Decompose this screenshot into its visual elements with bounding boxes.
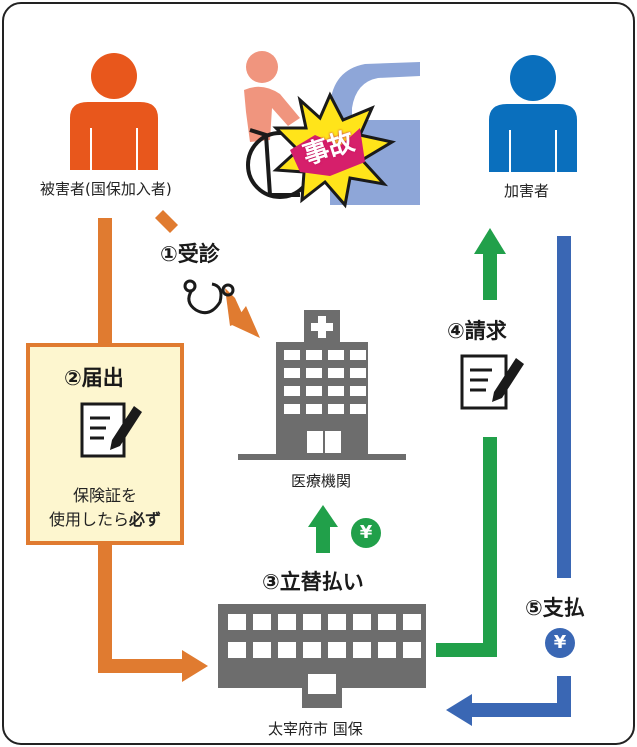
window	[303, 642, 321, 658]
window	[228, 642, 246, 658]
window	[403, 614, 421, 630]
window	[253, 642, 271, 658]
accident-burst	[272, 91, 397, 209]
hospital-windows	[284, 350, 366, 414]
hospital-label: 医療機関	[291, 472, 352, 490]
yen-payment-icon: ¥	[545, 628, 575, 658]
window	[228, 614, 246, 630]
hospital-building-icon	[238, 310, 406, 460]
claim-arrow-upper	[483, 252, 497, 300]
window	[328, 368, 344, 378]
window	[284, 350, 300, 360]
consultation-arrow	[155, 210, 260, 338]
window	[306, 368, 322, 378]
window	[303, 614, 321, 630]
window	[378, 642, 396, 658]
step5-label: ⑤支払	[525, 596, 585, 620]
window	[350, 368, 366, 378]
window	[328, 386, 344, 396]
window	[328, 642, 346, 658]
perpetrator-label: 加害者	[504, 182, 550, 200]
step2-label: ②届出	[64, 366, 124, 390]
notice-line1: 保険証を	[72, 486, 137, 505]
step4-label: ④請求	[447, 319, 507, 343]
window	[350, 386, 366, 396]
notice-line2-prefix: 使用したら	[48, 510, 129, 529]
notice-text: 保険証を 使用したら必ず	[30, 484, 180, 532]
window	[328, 350, 344, 360]
window	[328, 404, 344, 414]
victim-to-city-arrowhead	[182, 650, 208, 682]
reimbursement-arrow	[316, 525, 330, 553]
window	[353, 642, 371, 658]
step1-label: ①受診	[160, 242, 220, 266]
claim-arrow-lower	[436, 437, 497, 657]
window	[253, 614, 271, 630]
yen-reimbursement-icon: ¥	[351, 518, 381, 548]
city-office-windows	[228, 614, 421, 658]
window	[284, 368, 300, 378]
payment-arrow-lower	[470, 676, 571, 717]
window	[284, 404, 300, 414]
payment-arrowhead	[446, 694, 472, 726]
victim-label: 被害者(国保加入者)	[40, 180, 172, 198]
victim-person-icon	[70, 53, 158, 170]
window	[378, 614, 396, 630]
window	[306, 386, 322, 396]
window	[350, 350, 366, 360]
window	[350, 404, 366, 414]
step3-label: ③立替払い	[262, 570, 364, 594]
window	[306, 404, 322, 414]
notice-document-icon	[80, 402, 142, 458]
window	[353, 614, 371, 630]
claim-document-icon	[460, 354, 524, 410]
notice-line2-emphasis: 必ず	[129, 510, 162, 529]
window	[306, 350, 322, 360]
reimbursement-arrowhead	[308, 505, 338, 527]
window	[284, 386, 300, 396]
window	[328, 614, 346, 630]
hospital-door	[305, 429, 343, 455]
city-label: 太宰府市 国保	[268, 720, 363, 738]
window	[403, 642, 421, 658]
window	[278, 642, 296, 658]
perpetrator-person-icon	[489, 55, 577, 172]
stethoscope-icon	[183, 279, 235, 315]
window	[278, 614, 296, 630]
claim-arrowhead	[474, 228, 506, 254]
notice-line2: 使用したら必ず	[30, 508, 180, 532]
